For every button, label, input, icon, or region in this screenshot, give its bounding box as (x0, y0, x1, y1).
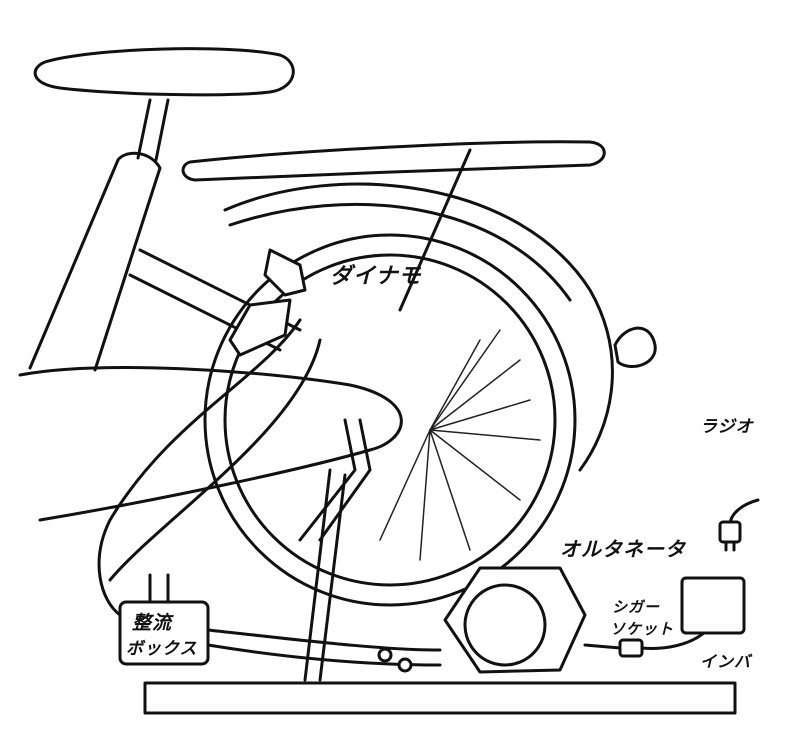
seat-stay (398, 148, 472, 312)
wire-dynamo-to-box (97, 318, 302, 617)
connector-b (397, 657, 413, 673)
label-charger-line2: ソケット (610, 620, 675, 638)
rear-wheel-rim (223, 253, 557, 587)
label-radio: ラジオ (700, 417, 754, 437)
seat-post (136, 98, 170, 162)
radio-plug (718, 520, 742, 544)
fender (223, 182, 614, 472)
rear-wheel-tire (203, 233, 577, 607)
cigarette-plug (618, 638, 644, 658)
label-rectifier-line2: ボックス (126, 639, 198, 659)
label-charger-line1: シガー (612, 598, 661, 616)
connector-a (377, 647, 393, 663)
reflector (613, 326, 657, 368)
label-alternator: オルタネータ (560, 537, 686, 561)
rectifier-terminals (148, 573, 170, 602)
dynamo-bracket (228, 298, 292, 357)
wheel-spokes (379, 329, 541, 561)
inverter-box (680, 576, 746, 635)
saddle (33, 47, 295, 97)
label-inverter: インバ (700, 652, 752, 671)
rectifier-box (118, 600, 210, 666)
kickstand (298, 418, 372, 682)
radio-plug-pins (724, 540, 736, 552)
rear-rack (181, 140, 606, 182)
base-board (143, 681, 737, 715)
alternator-pulley (463, 583, 547, 667)
wire-socket-to-inverter (640, 630, 707, 650)
down-tube (18, 366, 403, 522)
label-rectifier-line1: 整流 (132, 612, 173, 634)
wire-box-to-alternator (206, 628, 442, 667)
fender-inner (228, 202, 572, 302)
label-dynamo: ダイナモ (330, 264, 422, 289)
wire-dynamo-lower (108, 338, 322, 582)
seat-tube (28, 151, 162, 372)
dynamo-body (263, 248, 307, 297)
wire-alternator-to-socket (583, 643, 622, 650)
